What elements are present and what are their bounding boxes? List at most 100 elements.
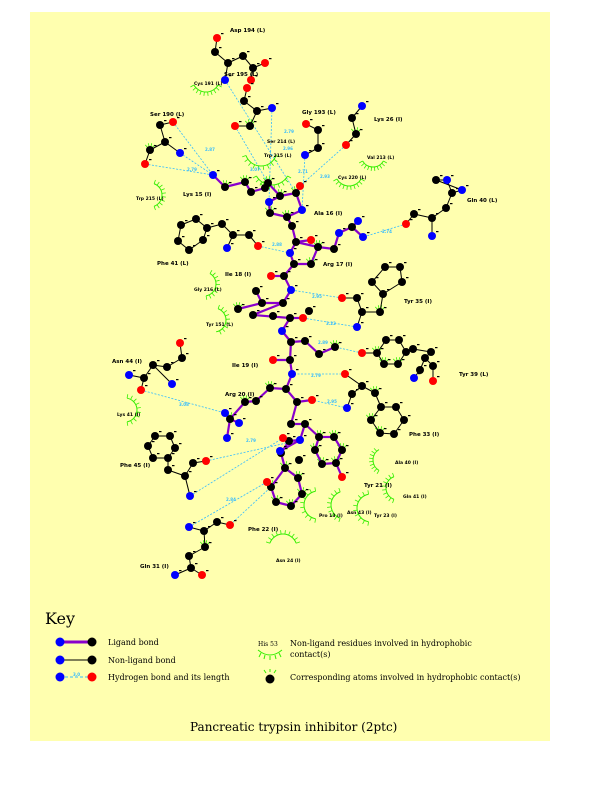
carbon-atom — [249, 311, 257, 319]
carbon-atom — [381, 263, 389, 271]
atom-tick — [164, 120, 167, 122]
carbon-atom — [348, 114, 356, 122]
hydrophobic-arc-spoke — [388, 474, 392, 479]
atom-tick — [206, 570, 209, 572]
legend-title: Key — [45, 609, 75, 628]
hydrophobic-arc-spoke — [373, 448, 378, 452]
hydrophobic-arc-spoke — [271, 533, 275, 538]
hydrophobic-atom-spoke — [225, 180, 228, 184]
hydrophobic-residue-label: Lys 41 (I) — [117, 412, 140, 418]
carbon-atom — [213, 518, 221, 526]
nitrogen-atom — [354, 217, 362, 225]
atom-tick — [287, 298, 290, 300]
nitrogen-atom — [410, 374, 418, 382]
carbon-atom — [266, 384, 274, 392]
atom-tick — [388, 359, 391, 361]
atom-tick — [356, 113, 359, 115]
atom-tick — [237, 230, 240, 232]
atom-tick — [229, 75, 232, 77]
atom-tick — [313, 306, 316, 308]
hydrophobic-arc-spoke — [358, 181, 363, 185]
hydrophobic-arc-spoke — [208, 294, 212, 299]
hydrophobic-arc-spoke — [213, 89, 217, 94]
atom-tick — [298, 259, 301, 261]
carbon-atom — [226, 415, 234, 423]
hydrophobic-atom-spoke — [374, 427, 378, 431]
hydrophobic-arc-spoke — [362, 520, 365, 525]
atom-tick — [255, 75, 258, 77]
hydrophobic-arc-spoke — [161, 196, 166, 198]
oxygen-atom — [267, 272, 275, 280]
hydrophobic-arc-spoke — [354, 499, 359, 503]
hydrophobic-arc-spoke — [135, 402, 140, 405]
carbon-atom — [292, 189, 300, 197]
hbond-length-label: 2.95 — [312, 294, 322, 299]
atom-tick — [179, 443, 182, 445]
nitrogen-atom — [223, 244, 231, 252]
carbon-atom — [192, 215, 200, 223]
carbon-atom — [286, 356, 294, 364]
hydrophobic-arc-spoke — [330, 493, 335, 497]
carbon-atom — [373, 349, 381, 357]
atom-tick — [280, 497, 283, 499]
carbon-atom — [269, 312, 277, 320]
atom-tick — [249, 397, 252, 399]
carbon-atom — [189, 459, 197, 467]
hydrophobic-arc-spoke — [376, 166, 379, 171]
nitrogen-atom — [301, 151, 309, 159]
nitrogen-atom — [209, 171, 217, 179]
hbond-length-label: 3.22 — [326, 321, 336, 326]
atom-tick — [254, 121, 257, 123]
hydrophobic-atom-spoke — [315, 240, 318, 244]
atom-tick — [295, 337, 298, 339]
hydrophobic-arc-spoke — [392, 472, 395, 477]
carbon-atom — [266, 209, 274, 217]
hydrophobic-arc-spoke — [287, 175, 292, 179]
atom-tick — [243, 418, 246, 420]
nitrogen-atom — [185, 523, 193, 531]
hydrophobic-atom-spoke — [309, 444, 313, 448]
hydrophobic-atom-spoke — [199, 541, 203, 545]
hydrophobic-arc-spoke — [369, 463, 374, 466]
atom-tick — [295, 285, 298, 287]
oxygen-atom — [243, 84, 251, 92]
atom-tick — [361, 293, 364, 295]
oxygen-atom — [263, 478, 271, 486]
nitrogen-atom — [353, 323, 361, 331]
atom-tick — [231, 433, 234, 435]
atom-tick — [376, 277, 379, 279]
atom-tick — [193, 551, 196, 553]
carbon-atom — [377, 403, 385, 411]
atom-tick — [277, 355, 280, 357]
hydrophobic-atom-spoke — [290, 187, 294, 191]
hydrophobic-residue-label: Tyr 23 (I) — [374, 513, 397, 519]
residue-label: Gly 193 (L) — [302, 110, 336, 116]
atom-tick — [287, 433, 290, 435]
hydrophobic-arc-spoke — [367, 166, 370, 171]
oxygen-atom — [269, 356, 277, 364]
carbon-atom — [178, 354, 186, 362]
hydrophobic-atom-spoke — [285, 500, 289, 504]
carbon-atom — [358, 382, 366, 390]
atom-tick — [193, 522, 196, 524]
hydrophobic-arc-icon — [372, 449, 380, 471]
oxygen-atom — [169, 118, 177, 126]
carbon-atom — [200, 527, 208, 535]
hydrophobic-arc-spoke — [327, 502, 332, 504]
atom-tick — [366, 381, 369, 383]
carbon-atom — [286, 314, 294, 322]
atom-tick — [273, 197, 276, 199]
atom-tick — [266, 298, 269, 300]
hbond-length-label: 2.96 — [283, 146, 293, 151]
atom-tick — [157, 360, 160, 362]
hydrophobic-arc-spoke — [357, 517, 362, 521]
hydrophobic-atom-spoke — [293, 186, 296, 190]
hydrogen-bond — [172, 121, 214, 176]
oxygen-atom — [202, 457, 210, 465]
carbon-atom — [352, 130, 360, 138]
carbon-atom — [174, 237, 182, 245]
hydrophobic-arc-icon — [193, 84, 219, 93]
carbon-atom — [293, 398, 301, 406]
nitrogen-atom — [186, 492, 194, 500]
atom-tick — [418, 209, 421, 211]
